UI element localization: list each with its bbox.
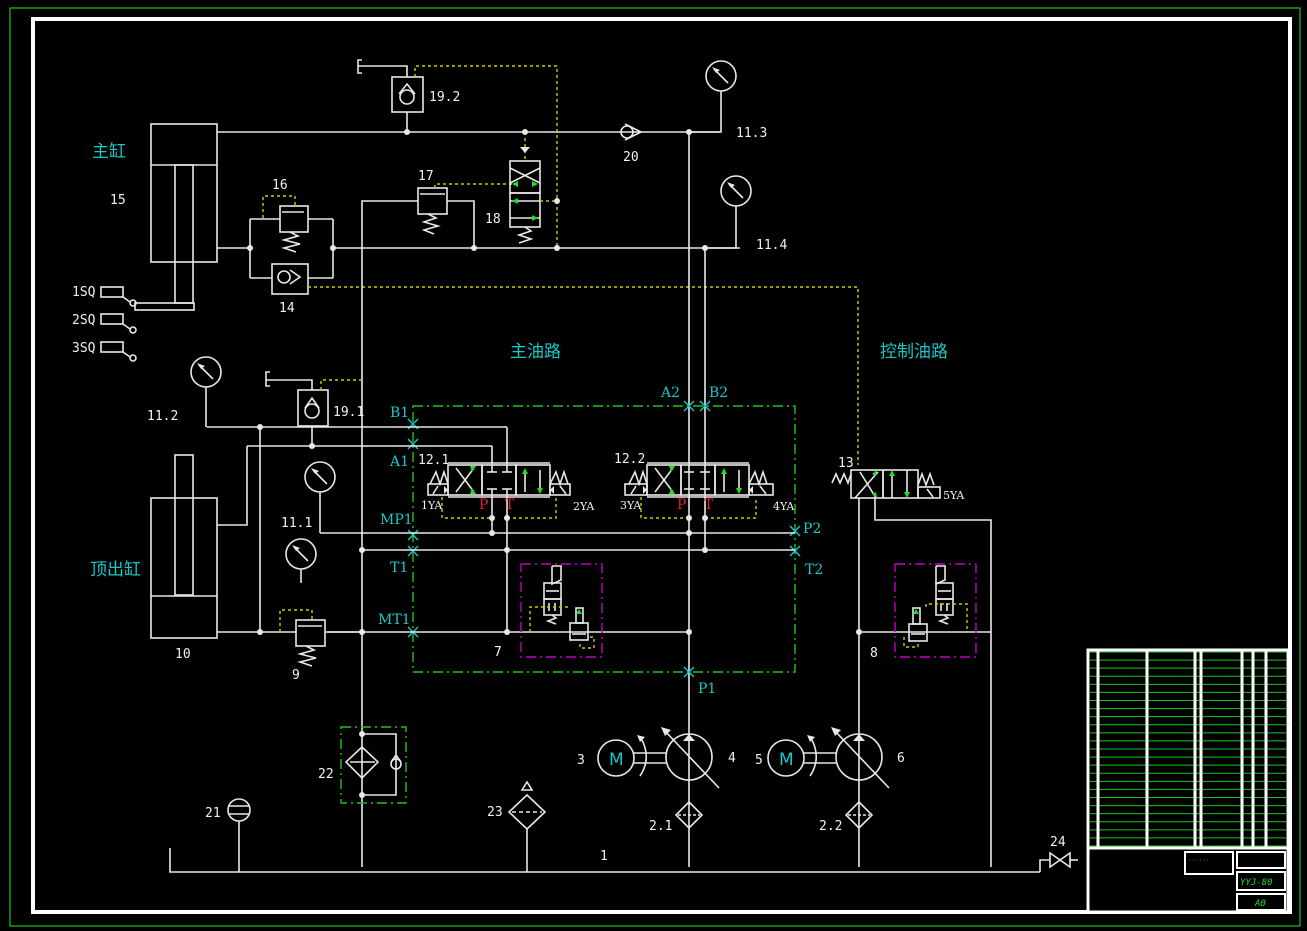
- sheet-size: A0: [1254, 899, 1266, 909]
- air-filter-23: [507, 780, 547, 872]
- port-label-a1: A1: [389, 454, 409, 470]
- solenoid-label-5ya: 5YA: [943, 489, 965, 502]
- limit-switch-label: 2SQ: [72, 313, 96, 328]
- motor-3: [597, 735, 667, 777]
- component-label-20: 20: [623, 150, 639, 165]
- component-label-11-4: 11.4: [756, 238, 787, 253]
- port-label-p2: P2: [803, 521, 821, 537]
- motor-symbol: M: [779, 750, 794, 770]
- variable-pump-6: [831, 727, 890, 830]
- main-cylinder-label: 主缸: [92, 141, 126, 162]
- drawing-number: YYJ-80: [1240, 878, 1273, 888]
- port-label-b2: B2: [709, 385, 728, 401]
- directional-valve-12-1: [427, 427, 571, 635]
- component-label-17: 17: [418, 169, 434, 184]
- ejector-cylinder-label: 顶出缸: [90, 559, 141, 580]
- ejector-cylinder-10: [150, 446, 296, 639]
- component-label-12-1: 12.1: [418, 453, 449, 468]
- component-label-2-2: 2.2: [819, 819, 842, 834]
- valve-port-t: T: [704, 497, 714, 513]
- sequence-valve-9: [279, 609, 362, 667]
- component-label-8: 8: [870, 646, 878, 661]
- component-label-14: 14: [279, 301, 295, 316]
- svg-text:······: ······: [1188, 857, 1210, 864]
- component-label-12-2: 12.2: [614, 452, 645, 467]
- variable-pump-4: [661, 727, 720, 830]
- component-label-19-1: 19.1: [333, 405, 364, 420]
- port-label-t1: T1: [390, 560, 408, 576]
- tank-return-line: [169, 848, 1040, 873]
- oil-level-gauge-21: [227, 798, 251, 872]
- component-label-9: 9: [292, 668, 300, 683]
- title-block: ······ YYJ-80 A0: [1086, 648, 1290, 914]
- pressure-gauge-11-2: [190, 356, 222, 427]
- sequence-valve-16: [247, 195, 740, 278]
- inner-frame: [31, 17, 1292, 914]
- solenoid-label-4ya: 4YA: [773, 500, 795, 513]
- limit-switch-3sq: [100, 341, 137, 362]
- component-label-11-1: 11.1: [281, 516, 312, 531]
- port-label-b1: B1: [390, 405, 409, 421]
- port-label-mt1: MT1: [378, 612, 411, 628]
- component-label-11-3: 11.3: [736, 126, 767, 141]
- main-cylinder-15: [134, 123, 720, 311]
- component-label-2-1: 2.1: [649, 819, 672, 834]
- electromagnetic-relief-valve-7: [520, 563, 603, 658]
- port-label-p1: P1: [698, 681, 716, 697]
- pressure-gauge-auxiliary: [285, 538, 317, 583]
- component-label-21: 21: [205, 806, 221, 821]
- electromagnetic-relief-valve-8: [894, 563, 977, 658]
- valve-port-t: T: [505, 497, 515, 513]
- check-valve-14: [250, 263, 859, 465]
- motor-5: [767, 735, 836, 777]
- component-label-10: 10: [175, 647, 191, 662]
- cooler-filter-22: [340, 726, 407, 804]
- limit-switch-label: 3SQ: [72, 341, 96, 356]
- limit-switch-label: 1SQ: [72, 285, 96, 300]
- directional-valve-12-2: [624, 462, 774, 635]
- check-valve-19-1: [265, 371, 362, 449]
- valve-port-p: P: [677, 497, 686, 513]
- component-label-16: 16: [272, 178, 288, 193]
- component-label-7: 7: [494, 645, 502, 660]
- component-label-24: 24: [1050, 835, 1066, 850]
- component-label-1: 1: [600, 849, 608, 864]
- outer-frame: [9, 7, 1301, 927]
- component-label-11-2: 11.2: [147, 409, 178, 424]
- component-label-18: 18: [485, 212, 501, 227]
- component-label-23: 23: [487, 805, 503, 820]
- port-label-mp1: MP1: [380, 512, 413, 528]
- component-label-13: 13: [838, 456, 854, 471]
- pressure-gauge-11-1: [304, 461, 336, 533]
- component-label-15: 15: [110, 193, 126, 208]
- limit-switch-2sq: [100, 313, 137, 334]
- component-label-19-2: 19.2: [429, 90, 460, 105]
- control-circuit-label: 控制油路: [880, 342, 948, 362]
- solenoid-label-1ya: 1YA: [421, 499, 443, 512]
- directional-valve-18: [509, 129, 560, 251]
- check-valve-20: [620, 123, 643, 141]
- drain-valve-24: [1039, 851, 1078, 872]
- solenoid-label-3ya: 3YA: [620, 499, 642, 512]
- component-label-3: 3: [577, 753, 585, 768]
- directional-valve-13: [831, 469, 992, 867]
- port-markers: [407, 400, 801, 678]
- component-label-5: 5: [755, 753, 763, 768]
- component-label-4: 4: [728, 751, 736, 766]
- port-label-a2: A2: [660, 385, 680, 401]
- motor-symbol: M: [609, 750, 624, 770]
- component-label-22: 22: [318, 767, 334, 782]
- port-label-t2: T2: [805, 562, 823, 578]
- relief-valve-17: [361, 183, 512, 867]
- pressure-gauge-11-4: [705, 175, 752, 249]
- manifold-block: [412, 405, 796, 673]
- solenoid-label-2ya: 2YA: [573, 500, 595, 513]
- component-label-6: 6: [897, 751, 905, 766]
- valve-port-p: P: [479, 497, 488, 513]
- pressure-gauge-11-3: [689, 60, 737, 133]
- main-circuit-label: 主油路: [510, 342, 561, 362]
- check-valve-19-2: [357, 59, 558, 248]
- limit-switch-1sq: [100, 286, 137, 307]
